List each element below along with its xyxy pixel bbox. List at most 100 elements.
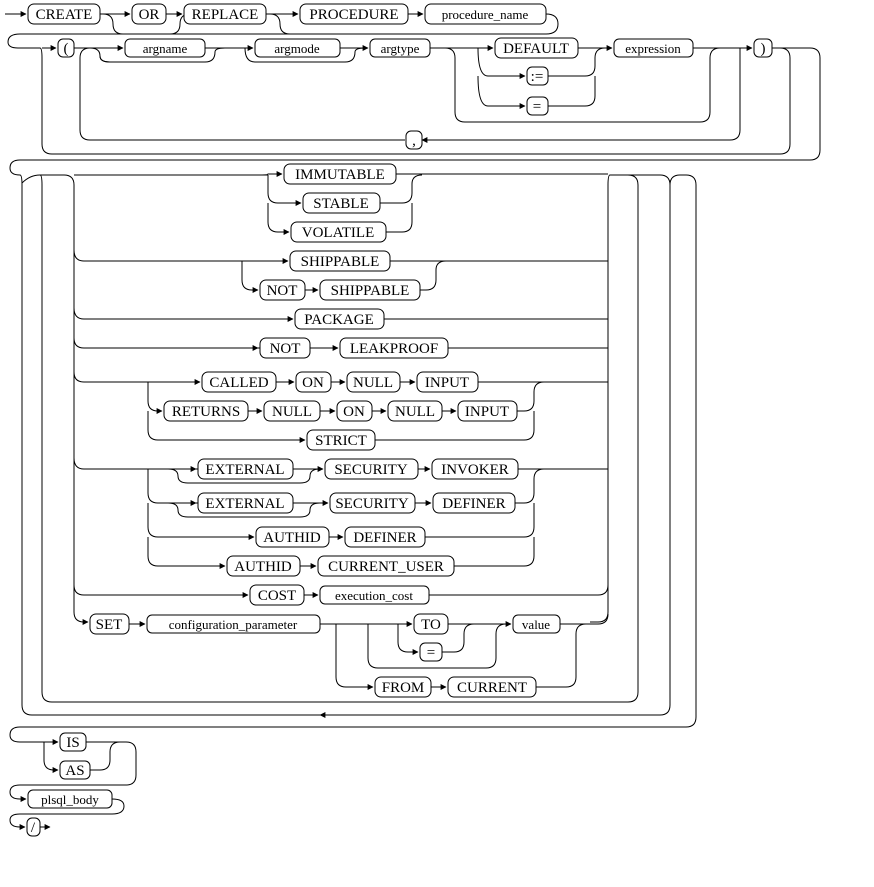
token-volatile: VOLATILE <box>290 221 387 243</box>
token-authid-1: AUTHID <box>255 526 330 548</box>
token-expression: expression <box>613 38 694 58</box>
svg-text:(: ( <box>64 41 69 57</box>
svg-text:NULL: NULL <box>272 404 312 420</box>
token-equals: = <box>526 96 549 116</box>
svg-text:OR: OR <box>139 7 160 23</box>
svg-text:execution_cost: execution_cost <box>335 588 413 603</box>
token-definer-1: DEFINER <box>432 492 516 514</box>
token-package: PACKAGE <box>294 308 385 330</box>
svg-text:REPLACE: REPLACE <box>192 7 259 23</box>
svg-text:CURRENT_USER: CURRENT_USER <box>328 559 444 575</box>
svg-text:argmode: argmode <box>274 41 319 56</box>
token-definer-2: DEFINER <box>344 526 426 548</box>
svg-text:STABLE: STABLE <box>313 196 368 212</box>
svg-text:CALLED: CALLED <box>209 375 268 391</box>
token-set: SET <box>89 613 130 635</box>
token-input-2: INPUT <box>457 400 518 422</box>
svg-text:FROM: FROM <box>382 680 425 696</box>
svg-text:NULL: NULL <box>395 404 435 420</box>
token-argname: argname <box>124 38 206 58</box>
svg-text:DEFINER: DEFINER <box>442 496 505 512</box>
token-configuration-parameter: configuration_parameter <box>146 614 321 634</box>
row-body <box>9 739 137 830</box>
svg-text:,: , <box>412 133 416 149</box>
svg-text::=: := <box>531 69 544 85</box>
svg-text:NOT: NOT <box>270 341 301 357</box>
svg-text:AUTHID: AUTHID <box>234 559 292 575</box>
token-invoker: INVOKER <box>431 458 519 480</box>
svg-text:SHIPPABLE: SHIPPABLE <box>301 254 380 270</box>
svg-text:configuration_parameter: configuration_parameter <box>169 617 298 632</box>
svg-text:RETURNS: RETURNS <box>172 404 240 420</box>
token-called: CALLED <box>201 371 277 393</box>
token-stable: STABLE <box>302 192 381 214</box>
token-authid-2: AUTHID <box>226 555 301 577</box>
svg-text:INPUT: INPUT <box>465 404 509 420</box>
svg-text:argtype: argtype <box>381 41 420 56</box>
svg-text:COST: COST <box>258 588 296 604</box>
svg-text:plsql_body: plsql_body <box>41 792 99 807</box>
svg-text:): ) <box>761 41 766 57</box>
token-lparen: ( <box>57 38 75 58</box>
token-or: OR <box>131 3 167 25</box>
svg-text:NOT: NOT <box>267 283 298 299</box>
svg-text:INPUT: INPUT <box>425 375 469 391</box>
token-as: AS <box>59 760 91 780</box>
token-current-user: CURRENT_USER <box>317 555 455 577</box>
token-replace: REPLACE <box>183 3 267 25</box>
svg-text:SET: SET <box>96 617 123 633</box>
svg-text:NULL: NULL <box>353 375 393 391</box>
token-leakproof: LEAKPROOF <box>339 337 449 359</box>
token-equals-2: = <box>419 642 443 662</box>
svg-text:EXTERNAL: EXTERNAL <box>205 496 284 512</box>
svg-text:SECURITY: SECURITY <box>334 462 408 478</box>
token-null-1: NULL <box>346 371 401 393</box>
token-shippable-2: SHIPPABLE <box>319 279 421 301</box>
svg-text:LEAKPROOF: LEAKPROOF <box>350 341 438 357</box>
token-argmode: argmode <box>254 38 341 58</box>
row-create-procedure <box>5 11 559 49</box>
svg-text:CURRENT: CURRENT <box>457 680 527 696</box>
token-security-1: SECURITY <box>324 458 419 480</box>
svg-text:PACKAGE: PACKAGE <box>304 312 373 328</box>
svg-text:PROCEDURE: PROCEDURE <box>309 7 398 23</box>
token-plsql-body: plsql_body <box>27 789 113 809</box>
token-rparen: ) <box>753 38 773 58</box>
token-external-2: EXTERNAL <box>197 492 294 514</box>
token-assign: := <box>526 66 549 86</box>
token-slash: / <box>26 817 41 837</box>
svg-text:SECURITY: SECURITY <box>335 496 409 512</box>
token-input-1: INPUT <box>416 371 479 393</box>
svg-text:IMMUTABLE: IMMUTABLE <box>295 167 385 183</box>
token-execution-cost: execution_cost <box>319 585 430 605</box>
svg-text:EXTERNAL: EXTERNAL <box>205 462 284 478</box>
token-is: IS <box>59 732 87 752</box>
token-comma: , <box>405 130 423 150</box>
svg-text:AUTHID: AUTHID <box>263 530 321 546</box>
svg-text:IS: IS <box>66 735 79 751</box>
token-argtype: argtype <box>369 38 431 58</box>
svg-text:SHIPPABLE: SHIPPABLE <box>331 283 410 299</box>
token-on-2: ON <box>336 400 373 422</box>
token-to: TO <box>413 613 449 635</box>
token-null-3: NULL <box>387 400 443 422</box>
token-external-1: EXTERNAL <box>197 458 294 480</box>
token-on-1: ON <box>295 371 332 393</box>
svg-text:expression: expression <box>625 41 681 56</box>
token-value: value <box>512 614 561 634</box>
token-returns: RETURNS <box>163 400 249 422</box>
svg-text:/: / <box>31 820 36 836</box>
svg-text:procedure_name: procedure_name <box>442 7 529 22</box>
token-default: DEFAULT <box>494 37 579 59</box>
token-procedure-name: procedure_name <box>424 3 547 25</box>
svg-text:DEFAULT: DEFAULT <box>503 41 569 57</box>
svg-text:ON: ON <box>343 404 365 420</box>
token-procedure: PROCEDURE <box>299 3 409 25</box>
svg-text:DEFINER: DEFINER <box>353 530 416 546</box>
token-from: FROM <box>374 676 432 698</box>
row-attributes <box>9 171 697 743</box>
svg-text:CREATE: CREATE <box>36 7 93 23</box>
token-create: CREATE <box>27 3 101 25</box>
svg-text:ON: ON <box>302 375 324 391</box>
